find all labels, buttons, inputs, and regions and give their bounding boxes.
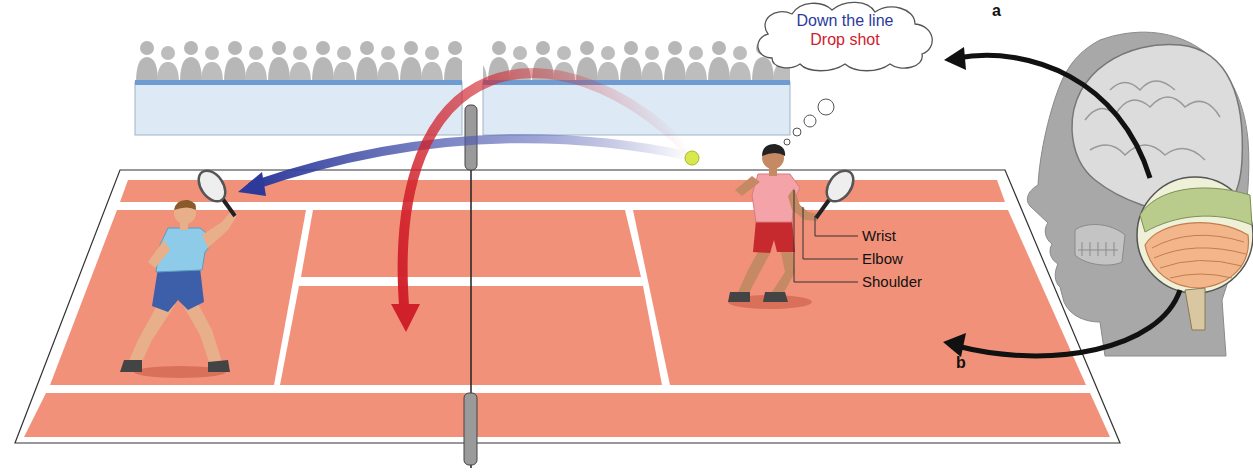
pathway-letter: b: [956, 354, 966, 372]
doubles-alley: [24, 393, 1110, 437]
arrowhead: [238, 172, 266, 196]
jaw: [1075, 225, 1125, 266]
leg: [772, 248, 795, 296]
joint-label: Wrist: [862, 227, 896, 244]
racket-handle: [816, 200, 829, 218]
leader-line: [794, 190, 858, 282]
cerebellum: [1145, 223, 1248, 288]
arrowhead: [391, 304, 420, 332]
pathway-letter: a: [992, 2, 1001, 20]
shorts: [753, 220, 795, 253]
cerebellum-folia: [1152, 235, 1246, 278]
thought-dot: [793, 128, 801, 136]
arrowhead: [943, 333, 966, 357]
thought-dot: [784, 139, 790, 145]
stand-rail: [483, 80, 790, 85]
thought-dot: [804, 115, 816, 127]
hair: [174, 200, 196, 210]
shoe: [728, 292, 750, 302]
arm: [148, 240, 170, 268]
pathway-arrow: [957, 55, 1150, 178]
leader-line: [815, 216, 858, 236]
crowd: [135, 38, 462, 83]
joint-label: Elbow: [862, 250, 903, 267]
racket-head: [193, 166, 231, 206]
tennis-ball: [685, 151, 699, 165]
drop-shot-path: [403, 73, 690, 318]
stand-rail: [135, 80, 462, 85]
court-outline: [15, 170, 1120, 443]
pathway-arrow: [957, 290, 1180, 356]
stand: [135, 82, 462, 135]
brainstem: [1185, 288, 1205, 330]
shoe: [208, 360, 230, 372]
teeth: [1078, 242, 1118, 256]
leader-line: [803, 207, 858, 259]
left-player: [120, 166, 238, 372]
brain-gyri: [1085, 81, 1220, 160]
shorts: [152, 268, 204, 312]
down-the-line-path: [252, 139, 690, 186]
shot-option: Drop shot: [750, 31, 940, 49]
hair: [762, 144, 785, 156]
leg: [738, 248, 772, 295]
shot-option: Down the line: [750, 12, 940, 30]
shoe: [120, 360, 142, 372]
net-post: [464, 393, 477, 465]
joint-label: Shoulder: [862, 273, 922, 290]
head-anatomy: [1027, 32, 1253, 356]
backcourt: [50, 210, 306, 385]
arrowhead: [944, 47, 966, 70]
thought-dot: [818, 99, 834, 115]
right-player: [728, 144, 859, 302]
backcourt: [633, 210, 1086, 385]
thought-bubble: Down the lineDrop shot: [750, 0, 940, 72]
shoe: [763, 292, 788, 302]
arm: [735, 176, 760, 196]
racket-head: [821, 166, 859, 206]
magnifier: [1137, 177, 1253, 293]
racket-handle: [222, 198, 235, 216]
